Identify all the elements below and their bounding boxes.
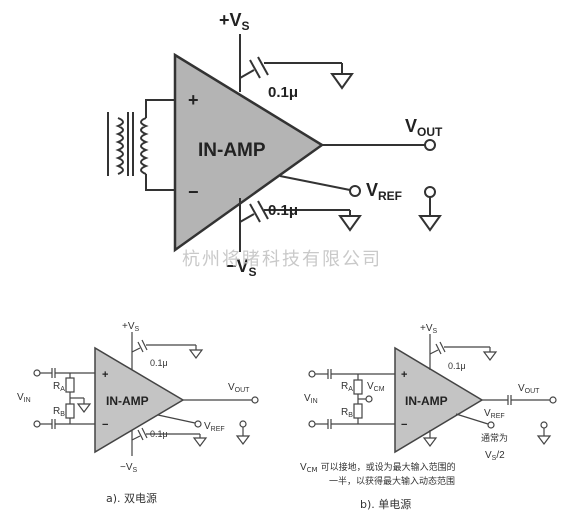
cap1-label-a: 0.1μ xyxy=(150,358,168,368)
vcm-terminal xyxy=(365,395,373,403)
plus-sign-b: + xyxy=(401,369,407,381)
top-circuit: IN-AMP + − +VS 0.1μ 0.1μ −VS xyxy=(107,10,443,279)
transformer xyxy=(107,99,175,191)
caption-b: b). 单电源 xyxy=(360,497,411,511)
minus-input-sign: − xyxy=(188,182,199,202)
vout-label-b: VOUT xyxy=(518,383,540,395)
bypass-capacitor-1 xyxy=(239,56,354,90)
minus-sign-b: − xyxy=(401,419,407,431)
vref-label: VREF xyxy=(366,180,402,203)
circuit-b: IN-AMP + − +VS 0.1μ VIN xyxy=(300,323,557,511)
vout-label-a: VOUT xyxy=(228,382,250,394)
vout-terminal-a xyxy=(251,396,259,404)
in-amp-triangle-b xyxy=(394,346,484,454)
note-line-2: 一半，以获得最大输入动态范围 xyxy=(329,475,455,487)
cap1-label-b: 0.1μ xyxy=(448,361,466,371)
vref-label-a: VREF xyxy=(204,421,225,433)
caption-a: a). 双电源 xyxy=(106,491,157,505)
amp-label-a: IN-AMP xyxy=(106,394,149,408)
vref-label-b: VREF xyxy=(484,408,505,420)
cap2-label: 0.1μ xyxy=(268,202,298,219)
resistor-ra-b xyxy=(353,379,363,395)
ground-terminal xyxy=(424,186,436,198)
vref-terminal xyxy=(349,185,361,197)
vin-label-a: VIN xyxy=(17,392,31,404)
ra-label-b: RA xyxy=(341,381,353,393)
vref-terminal-b xyxy=(487,421,495,429)
circuit-a: IN-AMP + − +VS 0.1μ 0.1μ −VS VIN xyxy=(17,321,259,505)
amp-label-b: IN-AMP xyxy=(405,394,448,408)
supply-neg-label: −VS xyxy=(226,256,257,279)
vin-label-b: VIN xyxy=(304,393,318,405)
note-typical: 通常为 xyxy=(481,432,508,444)
cap2-label-a: 0.1μ xyxy=(150,429,168,439)
plus-input-sign: + xyxy=(188,90,199,110)
resistor-rb-b xyxy=(353,403,363,419)
rb-label-a: RB xyxy=(53,406,65,418)
vout-label: VOUT xyxy=(405,116,443,139)
cap1-label: 0.1μ xyxy=(268,84,298,101)
amp-label: IN-AMP xyxy=(198,140,266,161)
vref-terminal-a xyxy=(194,420,202,428)
watermark: 杭州将睹科技有限公司 xyxy=(182,249,382,270)
resistor-ra-a xyxy=(65,377,75,393)
vout-terminal-b xyxy=(549,396,557,404)
vout-terminal xyxy=(424,139,436,151)
rb-label-b: RB xyxy=(341,407,353,419)
vcm-label: VCM xyxy=(367,381,385,393)
supply-pos-label-a: +VS xyxy=(122,321,140,333)
ra-label-a: RA xyxy=(53,381,65,393)
in-amp-triangle-a xyxy=(94,346,185,454)
in-amp-triangle xyxy=(173,52,325,253)
plus-sign-a: + xyxy=(102,369,108,381)
bypass-capacitor-2 xyxy=(239,200,362,232)
minus-sign-a: − xyxy=(102,419,108,431)
supply-pos-label: +VS xyxy=(219,10,250,33)
supply-neg-label-a: −VS xyxy=(120,462,138,474)
note-vs-half: VS/2 xyxy=(485,450,505,462)
supply-pos-label-b: +VS xyxy=(420,323,438,335)
resistor-rb-a xyxy=(65,403,75,419)
